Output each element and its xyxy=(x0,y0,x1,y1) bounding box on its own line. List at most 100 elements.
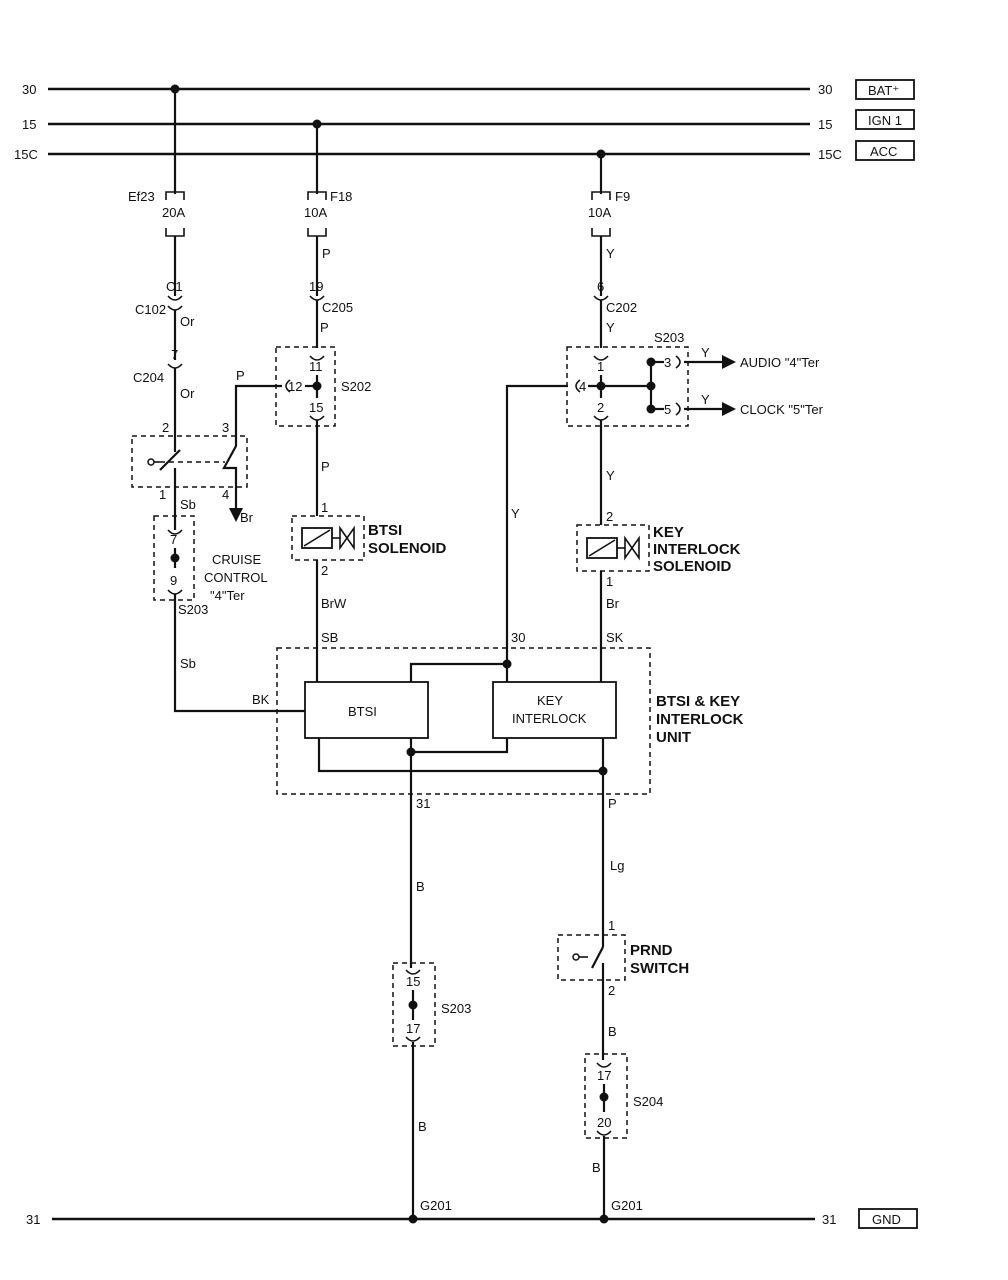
solenoid-valve-icon xyxy=(339,525,355,551)
bus-acc-right-label: 15C xyxy=(818,147,842,162)
cruise-line-2: CONTROL xyxy=(204,570,268,585)
fuse-symbol xyxy=(591,191,611,200)
prnd-line-2: SWITCH xyxy=(630,960,689,977)
bus-acc-left-label: 15C xyxy=(14,147,38,162)
branch-f9: F9 10A Y 6 C202 Y xyxy=(588,154,637,348)
wire-color-y1: Y xyxy=(606,246,615,261)
bus-gnd: 31 31 GND xyxy=(26,1208,918,1229)
fuse-symbol xyxy=(307,191,327,200)
bus-ign-tag: IGN 1 xyxy=(868,113,902,128)
switch-pin-2: 2 xyxy=(162,420,169,435)
fuse-symbol xyxy=(307,228,327,237)
s203-pin-3: 3 xyxy=(664,355,671,370)
branch-ef23: Ef23 20A C1 C102 Or 7 C204 Or xyxy=(128,89,195,436)
prnd-line-1: PRND xyxy=(630,942,673,959)
wire-color-sb1: Sb xyxy=(180,497,196,512)
connector-symbol xyxy=(167,363,183,369)
connector-s203-bottom: 15 17 S203 xyxy=(392,962,471,1047)
fuse-symbol xyxy=(165,228,185,237)
wire-color-brw: BrW xyxy=(321,596,347,611)
btsi-key-interlock-unit: BTSI KEY INTERLOCK BTSI & KEY INTERLOCK … xyxy=(276,647,744,795)
fuse-f9-rating: 10A xyxy=(588,205,611,220)
wire-color-p-sw: P xyxy=(236,368,245,383)
connector-s202-label: S202 xyxy=(341,379,371,394)
pin-19: 19 xyxy=(309,279,323,294)
wire-sb-to-btsi xyxy=(173,594,305,713)
key-box-line-1: KEY xyxy=(537,693,563,708)
wire-color-or2: Or xyxy=(180,386,195,401)
unit-label-line-1: BTSI & KEY xyxy=(656,693,740,710)
fuse-ef23-rating: 20A xyxy=(162,205,185,220)
s203-bottom-pin-15: 15 xyxy=(406,974,420,989)
pin-7: 7 xyxy=(171,347,178,362)
key-solenoid-line-3: SOLENOID xyxy=(653,558,732,575)
fuse-f18-rating: 10A xyxy=(304,205,327,220)
btsi-solenoid-pin-2: 2 xyxy=(321,563,328,578)
connector-s203-top: S203 1 4 2 3 5 xyxy=(566,330,689,427)
s204-pin-17: 17 xyxy=(597,1068,611,1083)
connector-c102: C102 xyxy=(135,302,166,317)
wire-color-b3: B xyxy=(608,1024,617,1039)
btsi-solenoid-pin-1: 1 xyxy=(321,500,328,515)
bus-ign-left-label: 15 xyxy=(22,117,36,132)
key-interlock-solenoid: 2 KEY INTERLOCK SOLENOID 1 xyxy=(576,509,741,589)
prnd-switch: 1 PRND SWITCH 2 xyxy=(557,918,689,998)
key-interlock-box xyxy=(492,681,617,739)
bus-bat-right-label: 30 xyxy=(818,82,832,97)
bus-acc-tag: ACC xyxy=(870,144,897,159)
key-box-line-2: INTERLOCK xyxy=(512,711,587,726)
s203-pin-4: 4 xyxy=(579,379,586,394)
s203-left-pin-9: 9 xyxy=(170,573,177,588)
key-solenoid-line-2: INTERLOCK xyxy=(653,541,741,558)
s204-pin-20: 20 xyxy=(597,1115,611,1130)
pin-6: 6 xyxy=(597,279,604,294)
solenoid-valve-icon xyxy=(624,535,640,561)
wire-color-p3: P xyxy=(321,459,330,474)
btsi-solenoid-line-1: BTSI xyxy=(368,522,402,539)
s203-pin-2: 2 xyxy=(597,400,604,415)
bus-gnd-right-label: 31 xyxy=(822,1212,836,1227)
fuse-symbol xyxy=(591,228,611,237)
switch-pin-4: 4 xyxy=(222,487,229,502)
btsi-box-label: BTSI xyxy=(348,704,377,719)
wire-color-br2: Br xyxy=(606,596,620,611)
wire-color-b2: B xyxy=(418,1119,427,1134)
terminal-bk: BK xyxy=(252,692,270,707)
unit-label-line-2: INTERLOCK xyxy=(656,711,744,728)
switch-pin-1: 1 xyxy=(159,487,166,502)
bus-bat-tag: BAT⁺ xyxy=(868,83,899,98)
fuse-ef23-name: Ef23 xyxy=(128,189,155,204)
connector-c204: C204 xyxy=(133,370,164,385)
prnd-pin-1: 1 xyxy=(608,918,615,933)
key-solenoid-pin-2: 2 xyxy=(606,509,613,524)
wire-y-to-unit xyxy=(505,384,568,664)
cruise-line-1: CRUISE xyxy=(212,552,261,567)
wire-color-y-clock: Y xyxy=(701,392,710,407)
cruise-switch: 2 3 1 4 xyxy=(131,420,248,502)
terminal-sk: SK xyxy=(606,630,624,645)
bus-ign-right-label: 15 xyxy=(818,117,832,132)
audio-label: AUDIO "4"Ter xyxy=(740,355,820,370)
key-solenoid-pin-1: 1 xyxy=(606,574,613,589)
connector-s204-label: S204 xyxy=(633,1094,663,1109)
cruise-line-3: "4"Ter xyxy=(210,588,245,603)
bus-acc: 15C 15C ACC xyxy=(14,140,915,162)
arrow-right-icon xyxy=(722,402,736,416)
wire-color-p1: P xyxy=(322,246,331,261)
connector-s203-bottom-label: S203 xyxy=(441,1001,471,1016)
connector-s203-top-label: S203 xyxy=(654,330,684,345)
wire-color-p-out: P xyxy=(608,796,617,811)
connector-s203-left-label: S203 xyxy=(178,602,208,617)
connector-symbol xyxy=(167,295,183,301)
btsi-solenoid-line-2: SOLENOID xyxy=(368,540,447,557)
connector-s202: 11 12 15 S202 xyxy=(275,346,371,427)
terminal-30: 30 xyxy=(511,630,525,645)
wire-color-or1: Or xyxy=(180,314,195,329)
bus-bat-left-label: 30 xyxy=(22,82,36,97)
wire-color-p2: P xyxy=(320,320,329,335)
connector-s203-left: Sb 7 9 S203 xyxy=(153,487,208,617)
s202-pin-11: 11 xyxy=(309,359,323,374)
btsi-box xyxy=(304,681,429,739)
ground-g201-right: G201 xyxy=(611,1198,643,1213)
